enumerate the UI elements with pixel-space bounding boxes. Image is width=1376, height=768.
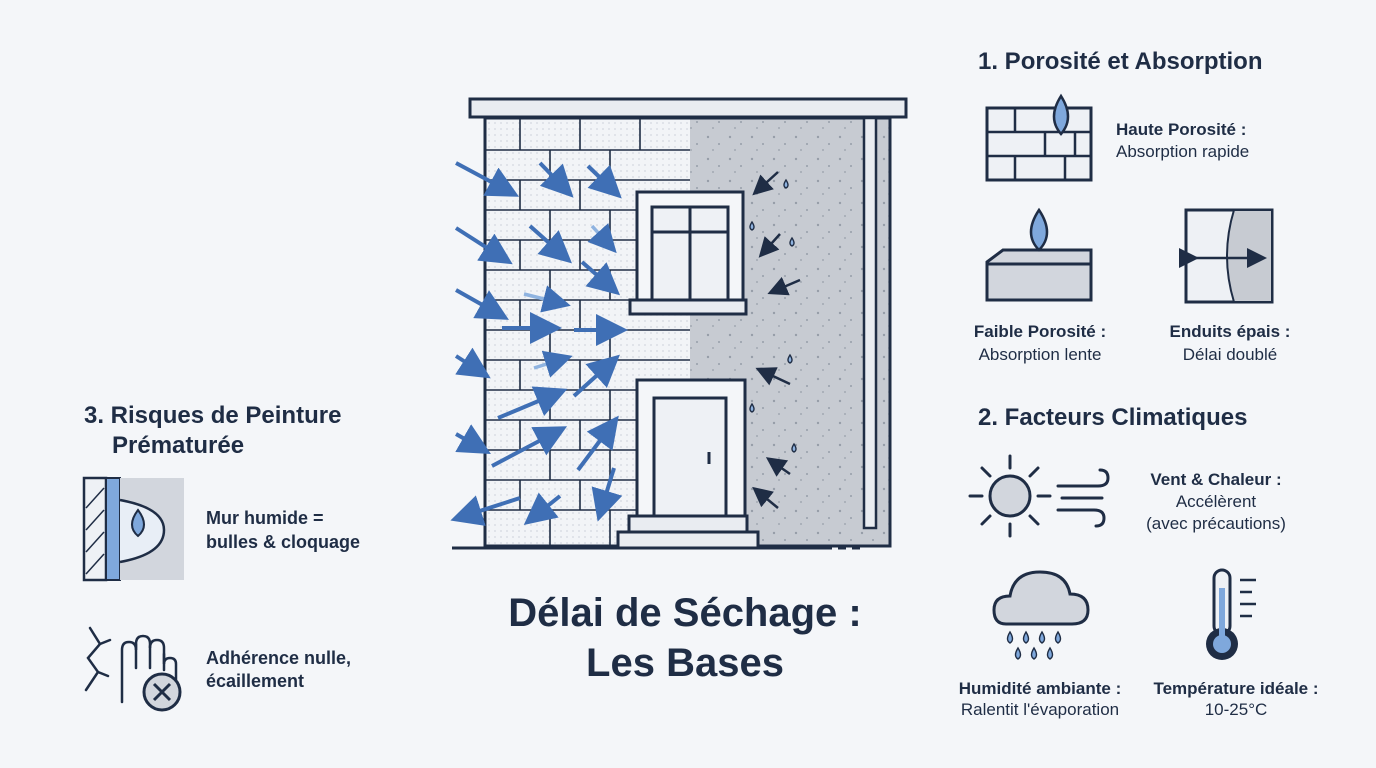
low-porosity-label: Faible Porosité : bbox=[973, 322, 1107, 341]
page-title-line2: Les Bases bbox=[586, 641, 784, 685]
thick-coating-text: Délai doublé bbox=[1182, 345, 1278, 364]
thermometer-icon bbox=[1206, 568, 1256, 660]
section2-heading: 2. Facteurs Climatiques bbox=[978, 404, 1248, 431]
page-title: Délai de Séchage : Les Bases bbox=[440, 588, 930, 688]
rain-cloud-icon bbox=[992, 570, 1090, 660]
low-porosity-text: Absorption lente bbox=[978, 345, 1102, 364]
peeling-hand-icon bbox=[84, 626, 182, 712]
page-title-line1: Délai de Séchage : bbox=[508, 591, 862, 635]
wind-heat-text2: (avec précautions) bbox=[1146, 514, 1286, 533]
wind-heat-text1: Accélèrent bbox=[1175, 492, 1257, 511]
sun-wind-icon bbox=[968, 454, 1110, 538]
dense-block-icon bbox=[985, 207, 1093, 302]
section3-heading-line2: Prématurée bbox=[112, 432, 245, 459]
wet-wall-text2: bulles & cloquage bbox=[206, 532, 361, 552]
humidity-label: Humidité ambiante : bbox=[958, 679, 1122, 698]
adhesion-text1: Adhérence nulle, bbox=[206, 648, 352, 668]
thick-coating-label: Enduits épais : bbox=[1169, 322, 1291, 341]
high-porosity-label: Haute Porosité : bbox=[1116, 120, 1247, 139]
temperature-label: Température idéale : bbox=[1153, 679, 1319, 698]
thick-coating-icon bbox=[1179, 208, 1274, 304]
evaporation-arrows bbox=[752, 171, 801, 509]
humidity-text: Ralentit l'évaporation bbox=[960, 700, 1120, 719]
section1-heading: 1. Porosité et Absorption bbox=[978, 48, 1263, 75]
blister-icon bbox=[82, 476, 184, 582]
temperature-text: 10-25°C bbox=[1204, 700, 1268, 719]
absorption-arrows bbox=[450, 161, 628, 526]
adhesion-text2: écaillement bbox=[206, 671, 305, 691]
section3-heading-line1: 3. Risques de Peinture bbox=[84, 402, 342, 429]
high-porosity-text: Absorption rapide bbox=[1116, 142, 1250, 161]
wind-heat-label: Vent & Chaleur : bbox=[1150, 470, 1282, 489]
porous-brick-icon bbox=[985, 93, 1093, 182]
wet-wall-text1: Mur humide = bbox=[206, 508, 324, 528]
